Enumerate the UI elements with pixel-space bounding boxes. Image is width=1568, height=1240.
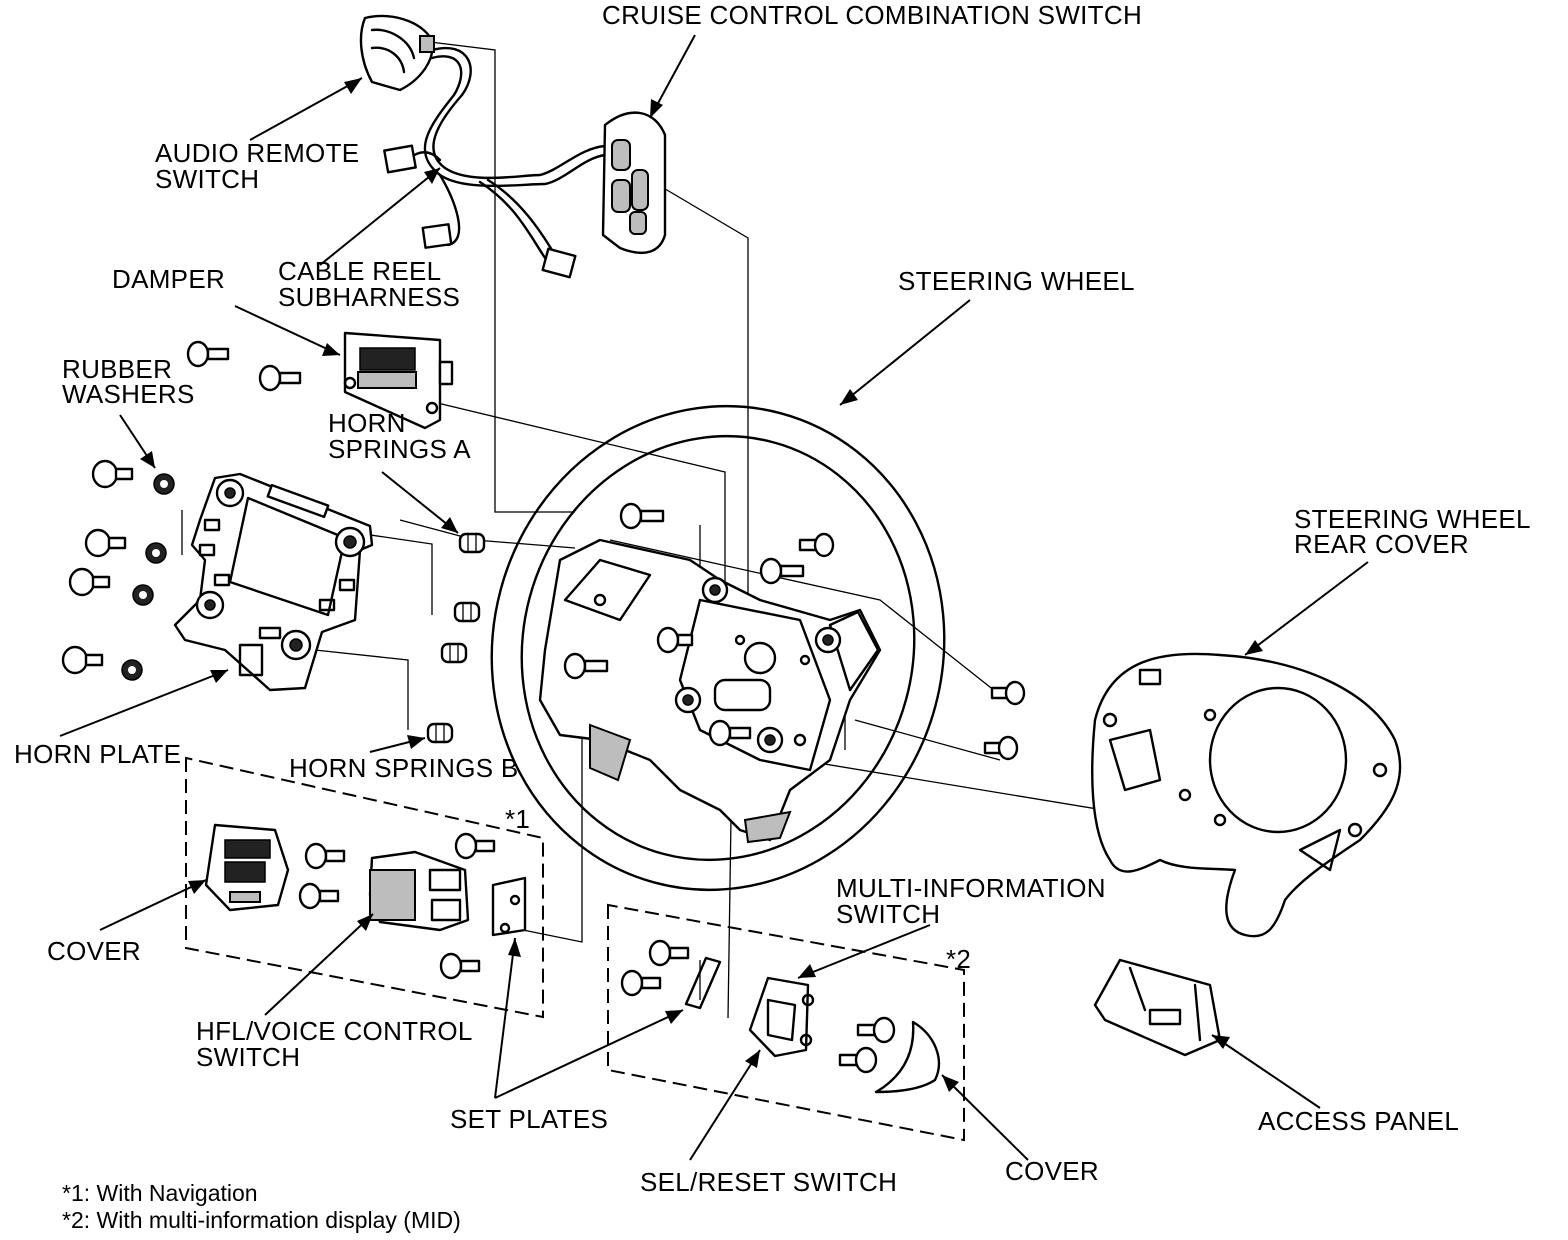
label-horn-springs-a-line1: HORN: [328, 408, 406, 438]
harness-connector-1: [383, 144, 417, 174]
group2-screws: [620, 939, 896, 1074]
group1-screws: [298, 832, 496, 980]
harness-connector-2: [421, 223, 453, 249]
horn-springs: [426, 532, 486, 744]
footnote-2: *2: With multi-information display (MID): [62, 1207, 461, 1233]
group2-cover: [874, 1020, 940, 1094]
group1-dashed-box: [185, 756, 544, 1019]
label-rear-cover-line1: STEERING WHEEL: [1294, 504, 1531, 534]
footnote-1: *1: With Navigation: [62, 1180, 258, 1206]
hfl-voice-control-switch: [368, 850, 470, 932]
horn-plate: [173, 472, 374, 692]
harness-connector-3: [541, 247, 577, 279]
group2-dashed-box: [607, 903, 965, 1142]
label-cruise-control: CRUISE CONTROL COMBINATION SWITCH: [602, 0, 1142, 30]
sel-reset-switch: [748, 976, 815, 1058]
damper: [343, 331, 454, 430]
leader-arrows: [59, 34, 1369, 1161]
label-cable-reel-line2: SUBHARNESS: [278, 282, 460, 312]
label-horn-springs-b: HORN SPRINGS B: [289, 753, 519, 783]
label-cover-right: COVER: [1005, 1156, 1099, 1186]
label-set-plates: SET PLATES: [450, 1104, 608, 1134]
steering-wheel-screws: [563, 502, 1026, 761]
label-damper: DAMPER: [112, 264, 225, 294]
label-horn-plate: HORN PLATE: [14, 739, 181, 769]
label-steering-wheel: STEERING WHEEL: [898, 266, 1135, 296]
group1-cover: [204, 823, 290, 912]
damper-screws: [186, 340, 302, 392]
label-group2-marker: *2: [946, 944, 971, 974]
label-multi-info-line2: SWITCH: [836, 899, 940, 929]
horn-plate-bolts: [61, 459, 134, 675]
label-audio-remote-line2: SWITCH: [155, 164, 259, 194]
label-multi-info-line1: MULTI-INFORMATION: [836, 873, 1106, 903]
cable-reel-subharness: [383, 47, 607, 279]
label-horn-springs-a-line2: SPRINGS A: [328, 434, 471, 464]
set-plate-left: [491, 876, 527, 937]
label-sel-reset: SEL/RESET SWITCH: [640, 1167, 897, 1197]
label-hfl-line2: SWITCH: [196, 1042, 300, 1072]
steering-wheel: [490, 404, 946, 892]
rubber-washers: [121, 473, 175, 681]
label-rubber-washers-line1: RUBBER: [62, 354, 172, 384]
label-access-panel: ACCESS PANEL: [1258, 1106, 1459, 1136]
label-cable-reel-line1: CABLE REEL: [278, 256, 441, 286]
audio-remote-switch: [359, 14, 435, 92]
label-group1-marker: *1: [505, 804, 530, 834]
label-cover-left: COVER: [47, 936, 141, 966]
label-rear-cover-line2: REAR COVER: [1294, 529, 1469, 559]
set-plate-right: [684, 956, 722, 1010]
access-panel: [1093, 958, 1222, 1057]
cruise-control-switch: [601, 111, 667, 254]
label-audio-remote-line1: AUDIO REMOTE: [155, 138, 359, 168]
label-hfl-line1: HFL/VOICE CONTROL: [196, 1016, 473, 1046]
steering-wheel-rear-cover: [1091, 652, 1402, 938]
label-rubber-washers-line2: WASHERS: [62, 379, 195, 409]
